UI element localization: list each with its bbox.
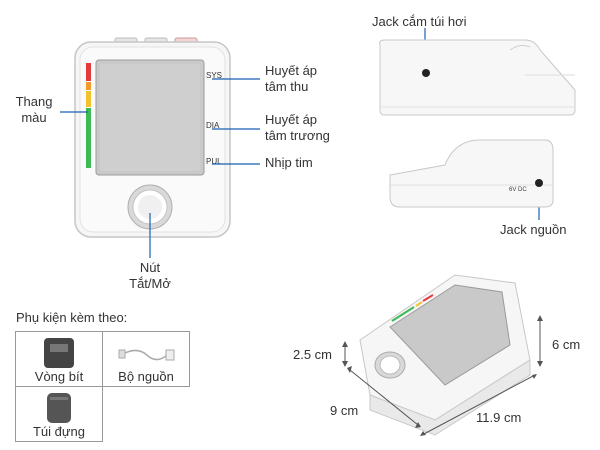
dia-mark: DIA — [206, 121, 220, 130]
power-button-label: Nút Tắt/Mở — [129, 260, 171, 291]
accessories-table: Vòng bít Bộ nguồn Túi đựng — [15, 331, 190, 442]
accessory-label: Vòng bít — [34, 369, 84, 384]
power-adapter-icon — [118, 349, 175, 361]
diastolic-label: Huyết áp tâm trương — [265, 112, 330, 143]
pul-mark: PUL — [206, 157, 222, 166]
accessory-cell: Bộ nguồn — [102, 331, 190, 387]
accessories-title: Phụ kiện kèm theo: — [16, 310, 128, 325]
accessory-cell: Túi đựng — [15, 386, 103, 442]
pouch-icon — [47, 393, 71, 423]
dimension-thickness: 2.5 cm — [293, 347, 333, 362]
device-3d-illustration — [342, 274, 543, 436]
systolic-label: Huyết áp tâm thu — [265, 63, 318, 94]
side-view-back — [389, 139, 554, 208]
dimension-width: 11.9 cm — [476, 410, 522, 425]
dc-mark: 6V DC — [509, 187, 527, 193]
dimension-height: 6 cm — [552, 337, 581, 352]
accessory-label: Túi đựng — [32, 424, 86, 439]
accessory-label: Bộ nguồn — [118, 369, 174, 384]
sys-mark: SYS — [206, 71, 223, 80]
dimension-depth: 9 cm — [330, 403, 359, 418]
color-scale-label: Thang màu — [15, 94, 53, 125]
front-device-illustration — [74, 37, 231, 238]
accessory-cell: Vòng bít — [15, 331, 103, 387]
cuff-jack-label: Jack cắm túi hơi — [372, 14, 467, 29]
pulse-label: Nhịp tim — [265, 155, 313, 170]
power-jack-label: Jack nguồn — [500, 222, 567, 237]
cuff-icon — [44, 338, 74, 368]
side-view-top — [379, 39, 576, 116]
